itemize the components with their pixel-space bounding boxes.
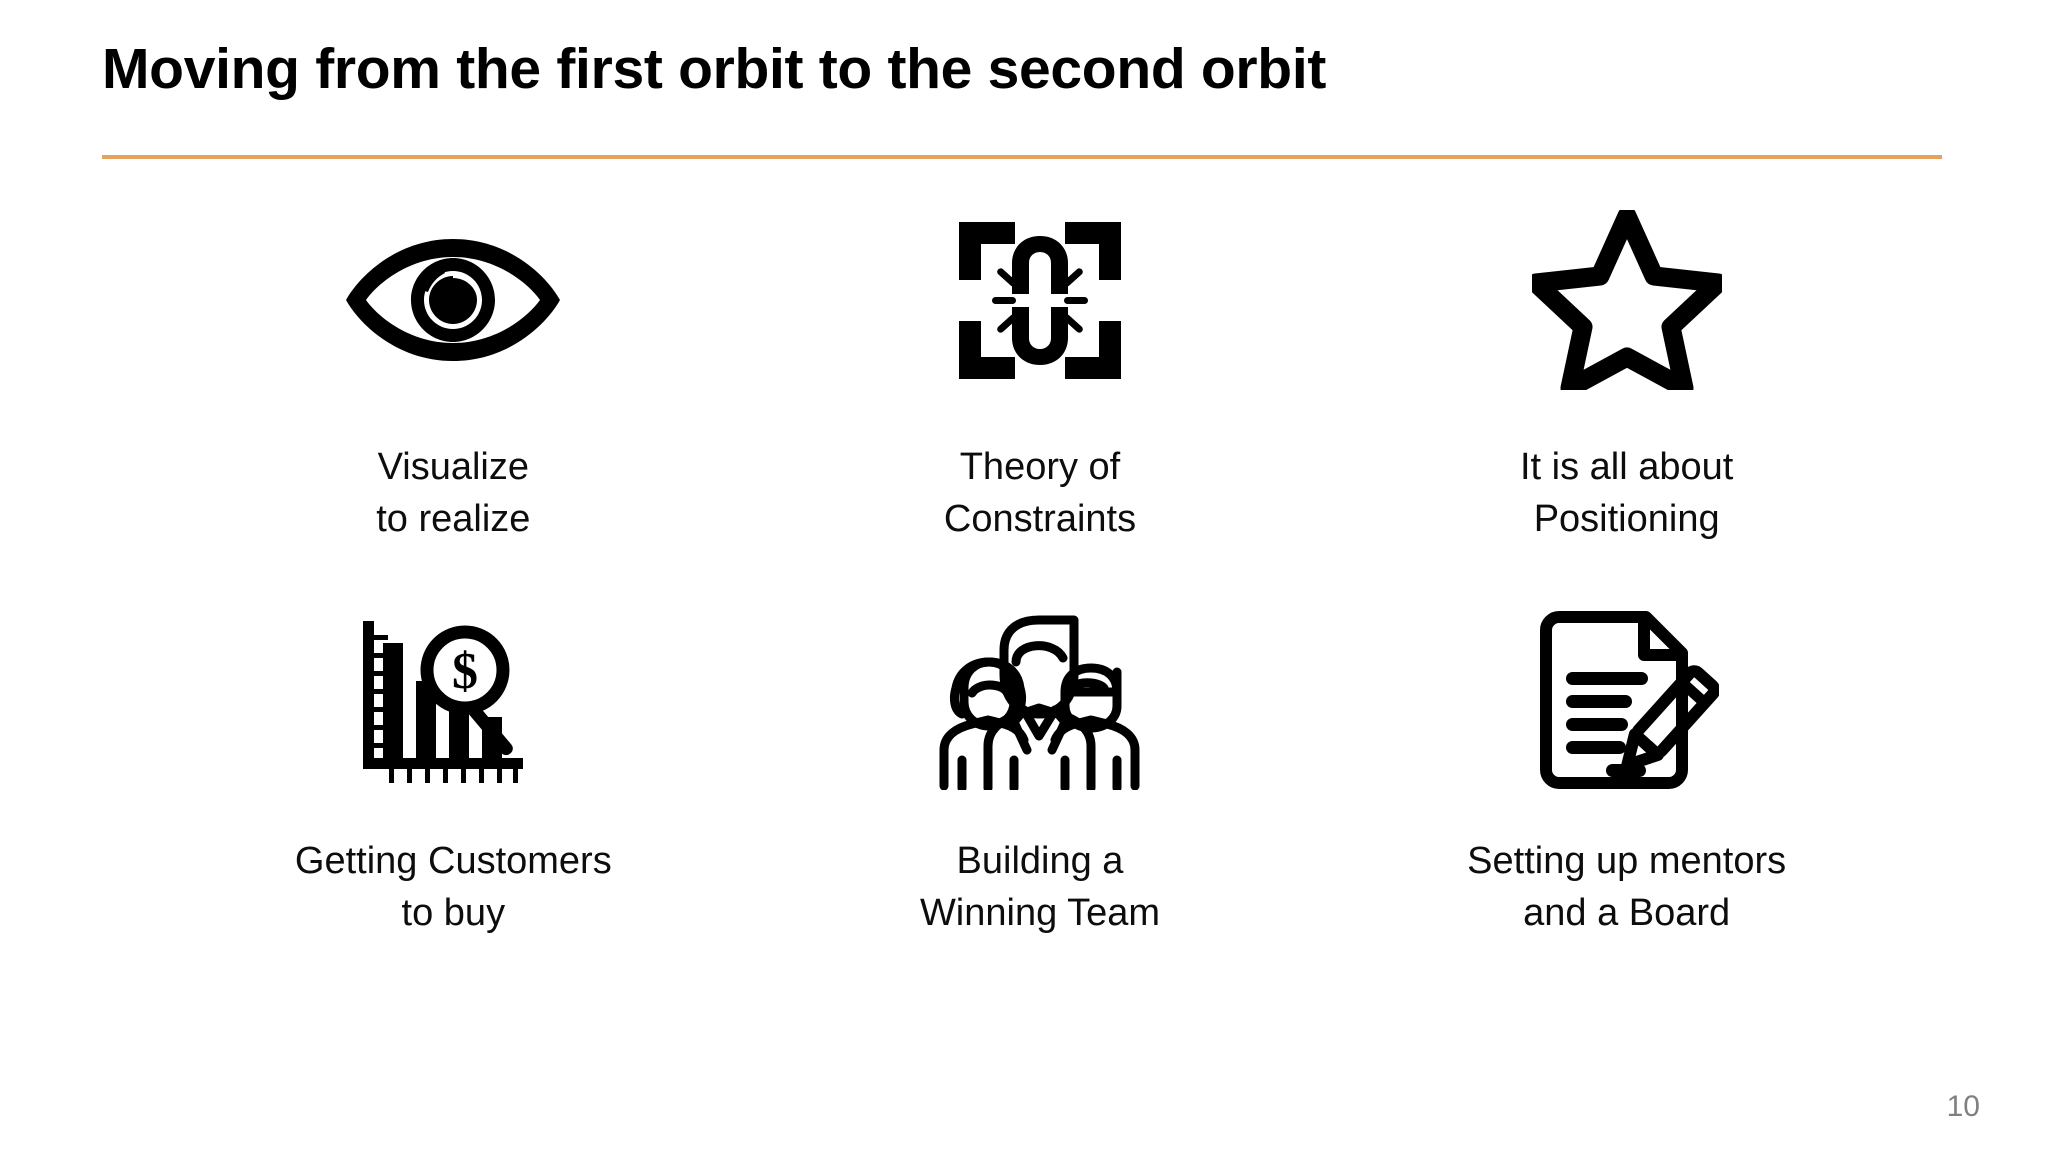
team-people-icon [932, 600, 1147, 800]
caption-line2: to buy [401, 891, 506, 934]
grid-cell-positioning: It is all about Positioning [1333, 200, 1920, 600]
caption-line2: Positioning [1533, 497, 1720, 540]
page-number: 10 [1946, 1090, 1980, 1123]
title-divider [102, 155, 1942, 159]
grid-cell-theory-of-constraints: Theory of Constraints [747, 200, 1334, 600]
caption-line1: Theory of [959, 446, 1121, 488]
caption-line2: to realize [376, 497, 531, 540]
content-grid: Visualize to realize [160, 200, 1920, 1000]
star-outline-icon [1531, 200, 1722, 400]
caption-line2: and a Board [1523, 891, 1731, 934]
caption-line1: Building a [956, 840, 1124, 882]
caption-line2: Winning Team [919, 891, 1161, 934]
eye-icon [338, 200, 568, 400]
grid-cell-visualize: Visualize to realize [160, 200, 747, 600]
bar-chart-dollar-magnifier-icon: $ [353, 600, 553, 800]
caption-line1: Setting up mentors [1467, 840, 1787, 882]
svg-text:$: $ [452, 643, 478, 700]
caption-winning-team: Building a Winning Team [920, 836, 1160, 939]
caption-mentors-board: Setting up mentors and a Board [1467, 836, 1786, 939]
caption-line1: Getting Customers [294, 840, 612, 882]
page-title: Moving from the first orbit to the secon… [102, 37, 1327, 101]
grid-cell-mentors-board: Setting up mentors and a Board [1333, 600, 1920, 1000]
caption-line1: It is all about [1519, 446, 1734, 488]
grid-cell-winning-team: Building a Winning Team [747, 600, 1334, 1000]
caption-getting-customers: Getting Customers to buy [295, 836, 612, 939]
broken-chain-link-icon [955, 200, 1125, 400]
title-block: Moving from the first orbit to the secon… [102, 37, 1942, 102]
caption-line1: Visualize [377, 446, 530, 488]
caption-positioning: It is all about Positioning [1520, 442, 1733, 545]
grid-cell-getting-customers: $ Getting Customers to buy [160, 600, 747, 1000]
caption-theory-of-constraints: Theory of Constraints [944, 442, 1136, 545]
document-pencil-icon [1534, 600, 1720, 800]
caption-line2: Constraints [943, 497, 1137, 540]
caption-visualize: Visualize to realize [376, 442, 530, 545]
